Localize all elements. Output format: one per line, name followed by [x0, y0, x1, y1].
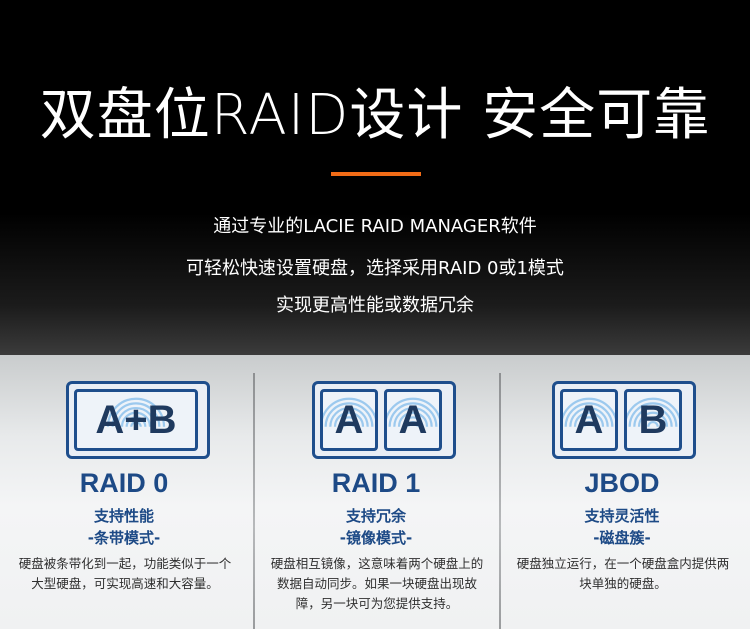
- description-line-3: 实现更高性能或数据冗余: [276, 295, 474, 316]
- mode-feature: 支持性能: [93, 507, 154, 525]
- column-divider: [499, 373, 501, 629]
- description-line-2: 可轻松快速设置硬盘，选择采用RAID 0或1模式: [186, 258, 564, 279]
- disk-tile: A+B: [74, 389, 198, 451]
- mode-feature: 支持冗余: [345, 507, 406, 525]
- swirl-arc: [120, 411, 152, 427]
- swirl-arc: [627, 397, 679, 421]
- swirl-arc: [647, 421, 659, 427]
- mode-description: 硬盘独立运行，在一个硬盘盒内提供两块单独的硬盘。: [516, 556, 730, 591]
- mode-subtitle: -条带模式-: [87, 529, 161, 547]
- mode-card-jbod: A B JBOD 支持灵活性 -磁盘簇- 硬盘独立运行，在一个硬盘盒内提供两块单…: [502, 355, 742, 629]
- mode-description: 硬盘被条带化到一起，功能类似于一个大型硬盘，可实现高速和大容量。: [18, 556, 232, 591]
- swirl-arc: [578, 416, 600, 427]
- disk-tile: A: [384, 389, 442, 451]
- swirl-arc: [402, 416, 424, 427]
- swirl-arc: [407, 421, 419, 427]
- tile-letter: A: [334, 397, 364, 442]
- swirl-arc: [637, 411, 669, 427]
- swirl-arc: [387, 397, 439, 421]
- swirl-arc: [642, 416, 664, 427]
- mode-feature: 支持灵活性: [584, 507, 660, 525]
- raid-modes-panel: A+B RAID 0 支持性能 -条带模式- 硬盘被条带化到一起，功能类似于一个…: [0, 355, 750, 629]
- mode-card-raid0: A+B RAID 0 支持性能 -条带模式- 硬盘被条带化到一起，功能类似于一个…: [4, 355, 244, 629]
- swirl-arc: [130, 421, 142, 427]
- disk-swirl-icon: [106, 397, 166, 427]
- swirl-arc: [397, 411, 429, 427]
- swirl-arc: [569, 407, 609, 427]
- swirl-arc: [573, 411, 605, 427]
- disk-swirl-icon: [387, 397, 439, 427]
- tile-letter: A: [398, 397, 428, 442]
- column-divider: [253, 373, 255, 629]
- accent-divider: [331, 172, 421, 176]
- swirl-arc: [111, 402, 161, 427]
- mode-name: JBOD: [584, 468, 660, 498]
- disk-swirl-icon: [323, 397, 375, 427]
- swirl-arc: [106, 397, 166, 427]
- mode-subtitle: -镜像模式-: [339, 529, 413, 547]
- mode-card-raid1: A A RAID 1 支持冗余 -镜像模式- 硬盘相互镜像，这意味着两个硬盘上的…: [256, 355, 496, 629]
- disk-tile: A: [560, 389, 618, 451]
- page-title: 双盘位RAID设计 安全可靠: [39, 83, 711, 148]
- swirl-arc: [628, 402, 678, 427]
- swirl-arc: [583, 421, 595, 427]
- swirl-arc: [338, 416, 360, 427]
- disk-tile: A: [320, 389, 378, 451]
- jbod-icon: A B: [552, 381, 696, 459]
- raid0-icon: A+B: [66, 381, 210, 459]
- mode-description: 硬盘相互镜像，这意味着两个硬盘上的数据自动同步。如果一块硬盘出现故障，另一块可为…: [270, 556, 484, 611]
- swirl-arc: [323, 397, 375, 421]
- mode-name: RAID 0: [79, 468, 169, 498]
- swirl-arc: [633, 407, 673, 427]
- tile-letter: A+B: [95, 397, 177, 442]
- tile-letter: A: [574, 397, 604, 442]
- swirl-arc: [116, 407, 156, 427]
- swirl-arc: [125, 416, 147, 427]
- disk-tile: B: [624, 389, 682, 451]
- disk-swirl-icon: [627, 397, 679, 427]
- swirl-arc: [324, 402, 374, 427]
- mode-name: RAID 1: [331, 468, 421, 498]
- raid1-icon: A A: [312, 381, 456, 459]
- swirl-arc: [393, 407, 433, 427]
- swirl-arc: [333, 411, 365, 427]
- swirl-arc: [388, 402, 438, 427]
- mode-subtitle: -磁盘簇-: [593, 529, 651, 547]
- tile-letter: B: [638, 397, 668, 442]
- disk-swirl-icon: [563, 397, 615, 427]
- swirl-arc: [564, 402, 614, 427]
- description-line-1: 通过专业的LACIE RAID MANAGER软件: [213, 216, 537, 237]
- swirl-arc: [329, 407, 369, 427]
- swirl-arc: [343, 421, 355, 427]
- swirl-arc: [563, 397, 615, 421]
- hero-section: 双盘位RAID设计 安全可靠 通过专业的LACIE RAID MANAGER软件…: [0, 0, 750, 355]
